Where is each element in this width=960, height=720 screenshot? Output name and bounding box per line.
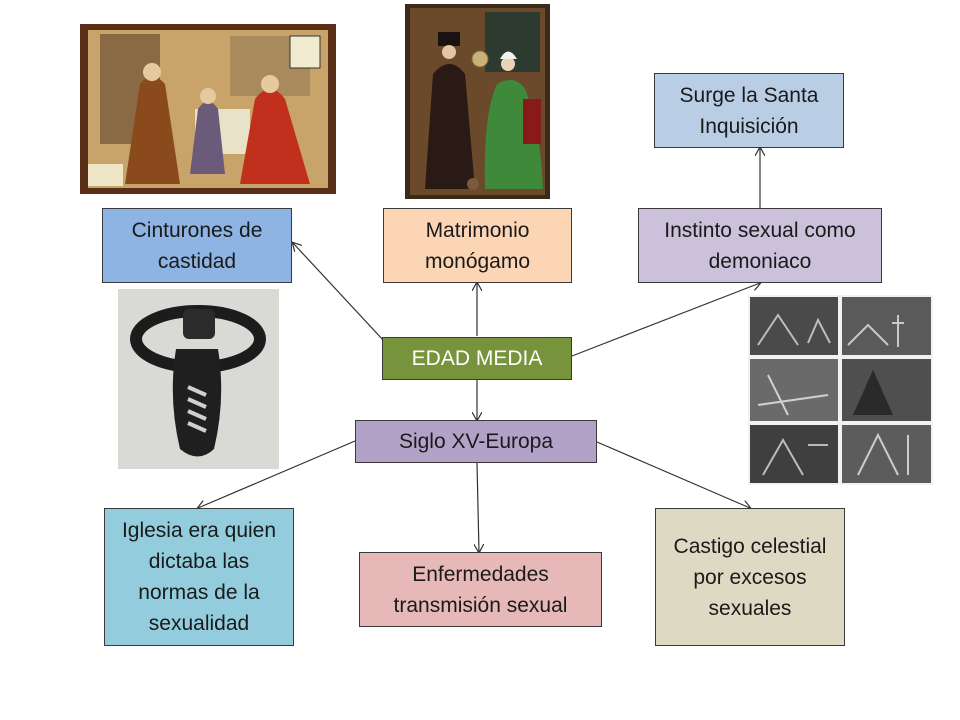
node-enfermedades-label: Enfermedades transmisión sexual	[393, 562, 568, 617]
edge-sub-enfermedades	[477, 462, 479, 552]
node-enfermedades: Enfermedades transmisión sexual	[359, 552, 602, 627]
node-sub-center: Siglo XV-Europa	[355, 420, 597, 463]
edge-sub-iglesia	[198, 440, 356, 508]
node-sub-center-label: Siglo XV-Europa	[398, 430, 554, 453]
arnolfini-portrait	[405, 4, 550, 199]
node-castigo: Castigo celestial por excesos sexuales	[655, 508, 845, 646]
node-inquisicion-label: Surge la Santa Inquisición	[679, 83, 819, 138]
node-iglesia: Iglesia era quien dictaba las normas de …	[104, 508, 294, 646]
node-instinto-label: Instinto sexual como demoniaco	[664, 218, 856, 273]
edge-sub-castigo	[596, 441, 750, 508]
node-center-label: EDAD MEDIA	[411, 347, 543, 370]
node-center: EDAD MEDIA	[382, 337, 572, 380]
node-iglesia-label: Iglesia era quien dictaba las normas de …	[121, 519, 277, 635]
node-matrimonio: Matrimonio monógamo	[383, 208, 572, 283]
inquisition-engravings	[748, 295, 933, 485]
chastity-belt-photo	[118, 289, 279, 469]
node-cinturones-label: Cinturones de castidad	[131, 218, 263, 273]
node-castigo-label: Castigo celestial por excesos sexuales	[673, 534, 827, 620]
node-inquisicion: Surge la Santa Inquisición	[654, 73, 844, 148]
node-matrimonio-label: Matrimonio monógamo	[424, 218, 531, 273]
edge-center-cinturones	[293, 243, 384, 341]
edge-center-instinto	[571, 283, 760, 357]
medieval-scene-painting	[80, 24, 336, 194]
node-cinturones: Cinturones de castidad	[102, 208, 292, 283]
node-instinto: Instinto sexual como demoniaco	[638, 208, 882, 283]
